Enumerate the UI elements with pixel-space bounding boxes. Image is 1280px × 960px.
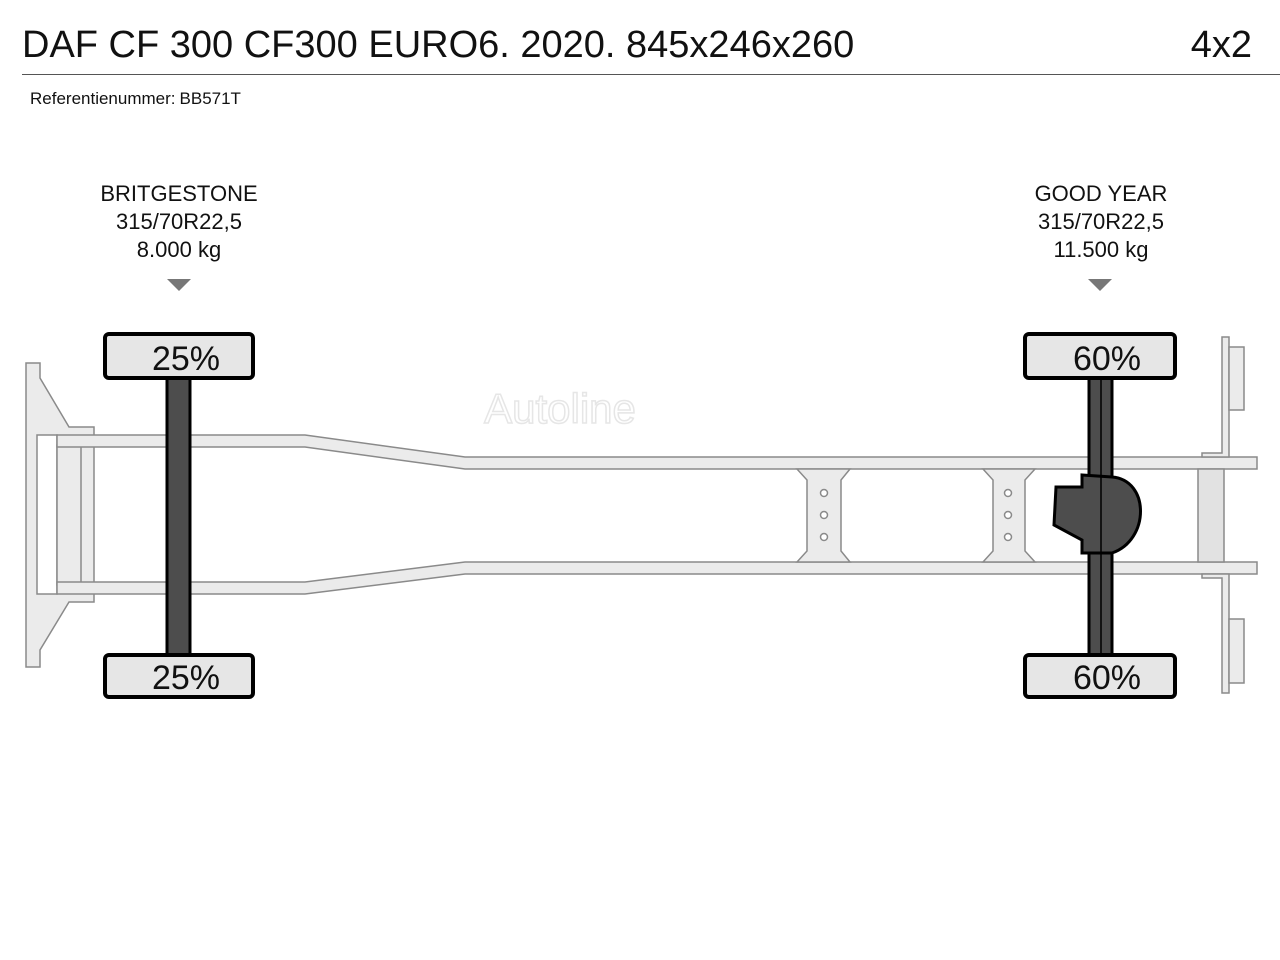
right-rail (56, 561, 1258, 595)
rear-left-load-pct: 60% (1073, 340, 1141, 378)
rear-tyre-size: 315/70R22,5 (1038, 209, 1164, 234)
rear-underrun-lower (1201, 573, 1230, 694)
front-axle-load: 8.000 kg (136, 237, 222, 262)
watermark: Autoline (484, 385, 636, 432)
axle-configuration: 4x2 (1190, 24, 1252, 66)
front-axle: 25% 25% (103, 332, 255, 699)
front-crossmember (36, 434, 58, 595)
front-right-load-pct: 25% (152, 659, 220, 697)
rear-crossmember (1197, 468, 1225, 563)
rear-right-tyre (1023, 653, 1177, 699)
reference-value: BB571T (179, 89, 241, 108)
front-tyre-brand: BRITGESTONE (100, 181, 258, 206)
front-tyre-size: 315/70R22,5 (116, 209, 242, 234)
front-arrow-icon (167, 279, 191, 291)
page-title: DAF CF 300 CF300 EURO6. 2020. 845x246x26… (22, 24, 855, 66)
reference-label: Referentienummer: (30, 89, 176, 108)
rear-axle-load: 11.500 kg (1053, 237, 1149, 262)
rear-underrun-upper (1201, 336, 1230, 458)
front-axle-info: BRITGESTONE 315/70R22,5 8.000 kg (59, 180, 299, 264)
rear-axle: 60% 60% (1023, 332, 1177, 699)
front-right-tyre (103, 653, 255, 699)
left-rail (56, 434, 1258, 470)
differential (1052, 473, 1142, 555)
rear-right-load-pct: 60% (1073, 659, 1141, 697)
front-left-load-pct: 25% (152, 340, 220, 378)
reference-number: Referentienummer:BB571T (26, 89, 241, 109)
rear-left-tyre (1023, 332, 1177, 380)
chassis-frame (25, 336, 1258, 694)
rear-tyre-brand: GOOD YEAR (1034, 181, 1168, 206)
rear-arrow-icon (1088, 279, 1112, 291)
rear-axle-info: GOOD YEAR 315/70R22,5 11.500 kg (981, 180, 1221, 264)
front-left-tyre (103, 332, 255, 380)
header-divider (22, 74, 1280, 75)
